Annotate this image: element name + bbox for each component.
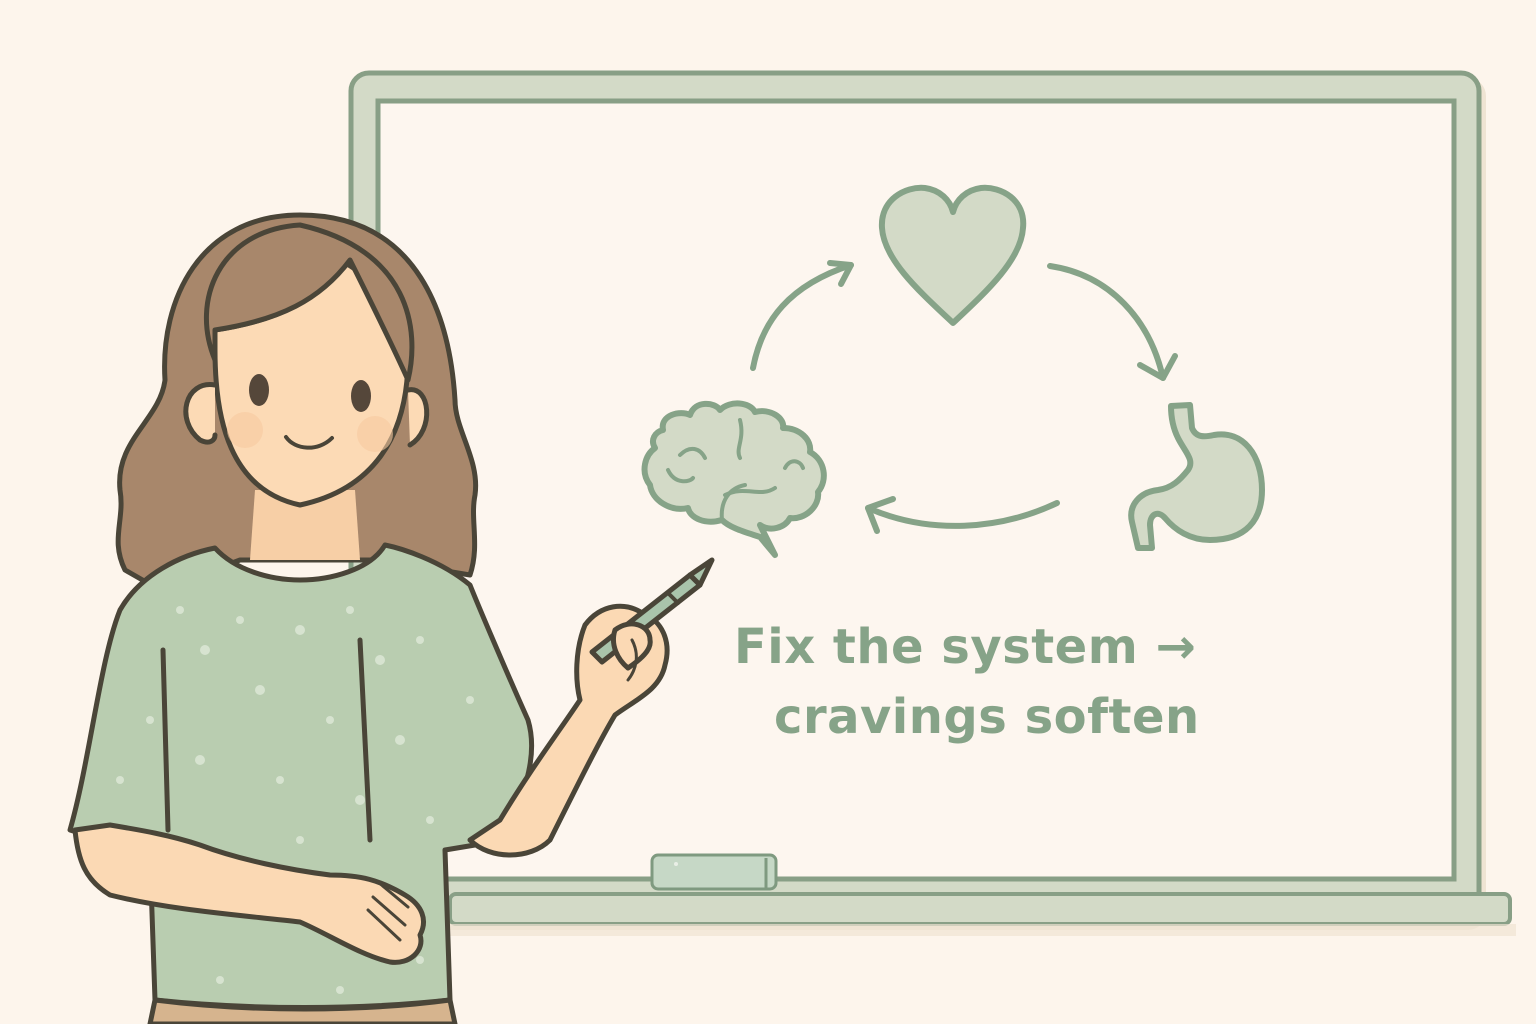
arrow-brain-to-heart	[750, 262, 854, 371]
caption-line-2: cravings soften	[774, 689, 1200, 745]
hair-fringe	[204, 222, 415, 383]
left-arm	[72, 822, 426, 965]
right-ear	[405, 387, 430, 448]
stomach-icon	[1128, 402, 1265, 551]
heart-icon	[878, 184, 1027, 326]
smile	[284, 435, 334, 450]
cycle-diagram	[641, 184, 1265, 558]
eraser[interactable]	[650, 853, 778, 891]
whiteboard-caption: Fix the system → cravings soften	[720, 612, 1220, 752]
shirt-pattern	[116, 606, 474, 994]
left-ear	[183, 382, 218, 445]
arrow-heart-to-stomach	[1047, 263, 1166, 381]
right-arm	[467, 603, 670, 858]
arrow-stomach-to-brain	[865, 500, 1060, 529]
caption-line-1: Fix the system →	[734, 619, 1197, 675]
shirt	[67, 542, 535, 1010]
pants	[147, 997, 458, 1024]
right-eye	[351, 380, 371, 412]
teacher-character	[67, 212, 715, 1024]
left-eye	[249, 374, 269, 406]
brain-icon	[641, 400, 827, 558]
